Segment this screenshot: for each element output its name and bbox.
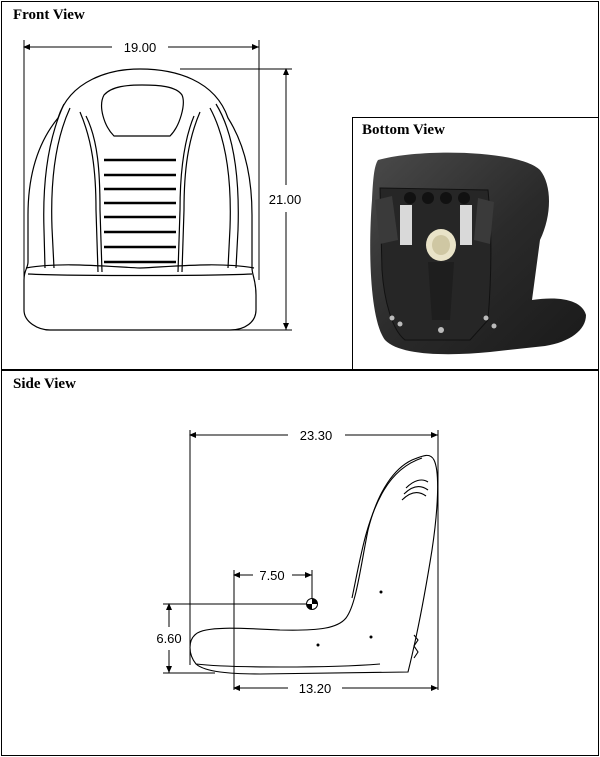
side-view-title: Side View [13,376,76,392]
front-width-dimension [23,40,260,280]
side-overall-dimension [189,430,439,690]
side-overall-label: 23.30 [300,428,333,443]
front-height-dimension [180,68,292,331]
bottom-view-title: Bottom View [362,122,445,138]
front-view-title: Front View [13,7,85,23]
front-width-label: 19.00 [124,40,157,55]
side-base-label: 13.20 [299,681,332,696]
side-pivot-x-label: 7.50 [259,568,284,583]
front-stitch-bars [104,158,176,264]
front-height-label: 21.00 [269,192,302,207]
side-pivot-y-dimension [163,603,306,674]
front-seat-outline [23,68,257,331]
pivot-point-marker [306,598,318,610]
side-pivot-y-label: 6.60 [156,631,181,646]
section-divider [1,369,599,371]
side-pivot-x-dimension [233,570,313,690]
side-seat-outline [189,454,439,675]
side-seat-dots [316,590,383,647]
